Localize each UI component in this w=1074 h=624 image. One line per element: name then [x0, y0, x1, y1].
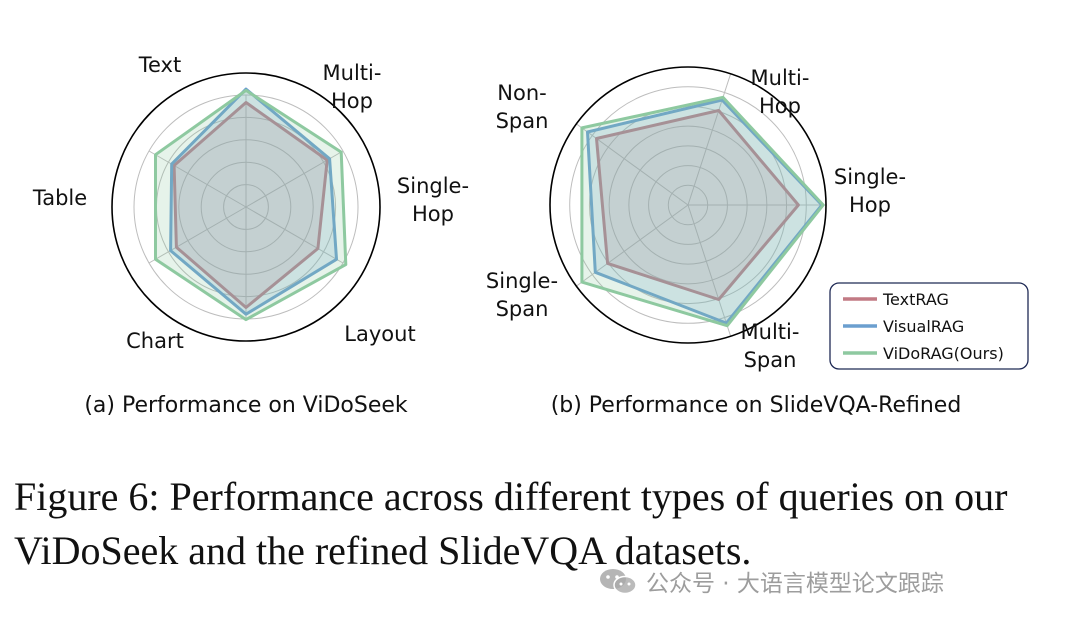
- axis-label-line: Multi-: [741, 320, 800, 344]
- axis-label-single-span: Single- Span: [486, 269, 558, 321]
- axis-label-line: Hop: [331, 89, 373, 113]
- series-textrag: [172, 101, 329, 309]
- axis-label-multi-span: Multi- Span: [741, 320, 800, 372]
- axis-label-line: Span: [496, 297, 549, 321]
- radar-chart-slidevqa: Multi-HopSingle-HopMulti-SpanSingle-Span…: [486, 66, 906, 372]
- axis-spoke-multi-hop: [687, 73, 732, 206]
- axis-label-line: Multi-: [751, 66, 810, 90]
- axis-spoke-non-span: [576, 123, 689, 206]
- axis-label-multi-hop: Multi- Hop: [751, 66, 810, 118]
- legend-label-textrag: TextRAG: [882, 290, 949, 309]
- axis-label-layout: Layout: [344, 322, 415, 346]
- series-textrag: [595, 109, 800, 301]
- series-vidorag-ours: [154, 88, 348, 322]
- axis-label-line: Hop: [412, 202, 454, 226]
- axis-label-line: Single-: [834, 165, 906, 189]
- axis-label-line: Layout: [344, 322, 415, 346]
- axis-label-line: Single-: [486, 269, 558, 293]
- series-visualrag: [169, 87, 338, 316]
- subcaption-a: (a) Performance on ViDoSeek: [84, 393, 408, 418]
- axis-spoke-chart: [148, 206, 247, 264]
- watermark: 公众号 · 大语言模型论文跟踪: [598, 563, 944, 599]
- legend-box: [829, 282, 1029, 370]
- axis-label-line: Multi-: [323, 61, 382, 85]
- axis-spoke-multi-span: [687, 204, 732, 337]
- subcaption-b: (b) Performance on SlideVQA-Refined: [551, 393, 962, 418]
- series-vidorag-ours: [580, 95, 825, 328]
- outer-frame: [549, 66, 827, 344]
- watermark-text: 公众号 · 大语言模型论文跟踪: [646, 571, 944, 597]
- figure-caption: Figure 6: Performance across different t…: [14, 474, 1008, 573]
- axis-label-single-hop: Single- Hop: [834, 165, 906, 217]
- axis-label-chart: Chart: [126, 329, 184, 353]
- legend-label-vidorag-ours: ViDoRAG(Ours): [883, 344, 1004, 363]
- axis-label-line: Span: [496, 109, 549, 133]
- axis-label-line: Non-: [497, 81, 546, 105]
- axis-spoke-table: [148, 150, 247, 208]
- axis-label-text: Text: [138, 53, 181, 77]
- axis-label-single-hop: Single- Hop: [397, 174, 469, 226]
- legend-label-visualrag: VisualRAG: [883, 317, 964, 336]
- axis-spoke-single-hop: [245, 206, 344, 264]
- axis-label-table: Table: [32, 186, 87, 210]
- axis-label-line: Hop: [849, 193, 891, 217]
- outer-frame: [111, 72, 381, 342]
- axis-label-line: Hop: [759, 94, 801, 118]
- axis-label-line: Table: [32, 186, 87, 210]
- axis-label-non-span: Non- Span: [496, 81, 549, 133]
- axis-label-line: Single-: [397, 174, 469, 198]
- legend: TextRAG VisualRAG ViDoRAG(Ours): [829, 282, 1029, 370]
- axis-label-line: Chart: [126, 329, 184, 353]
- axis-label-line: Text: [138, 53, 181, 77]
- wechat-icon: [600, 569, 637, 595]
- axis-label-multi-hop: Multi- Hop: [323, 61, 382, 113]
- axis-label-line: Span: [744, 348, 797, 372]
